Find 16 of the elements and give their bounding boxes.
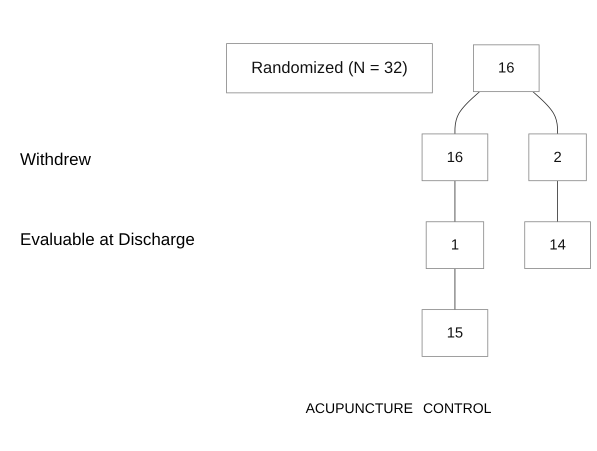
node-box: 15 [422,309,488,357]
connector [532,91,558,134]
node-box: 16 [422,134,488,182]
node-box: 2 [528,134,587,182]
column-label: ACUPUNCTURE [306,400,413,416]
node-box: 14 [524,221,591,269]
connector [454,91,480,134]
node-box: 16 [473,44,540,92]
column-label: CONTROL [422,400,492,416]
row-label: Evaluable at Discharge [20,230,196,250]
node-box: Randomized (N = 32) [226,43,433,94]
connector [454,268,456,310]
connector [557,180,558,222]
node-box: 1 [426,221,484,269]
connector [454,180,456,222]
row-label: Withdrew [20,150,92,170]
